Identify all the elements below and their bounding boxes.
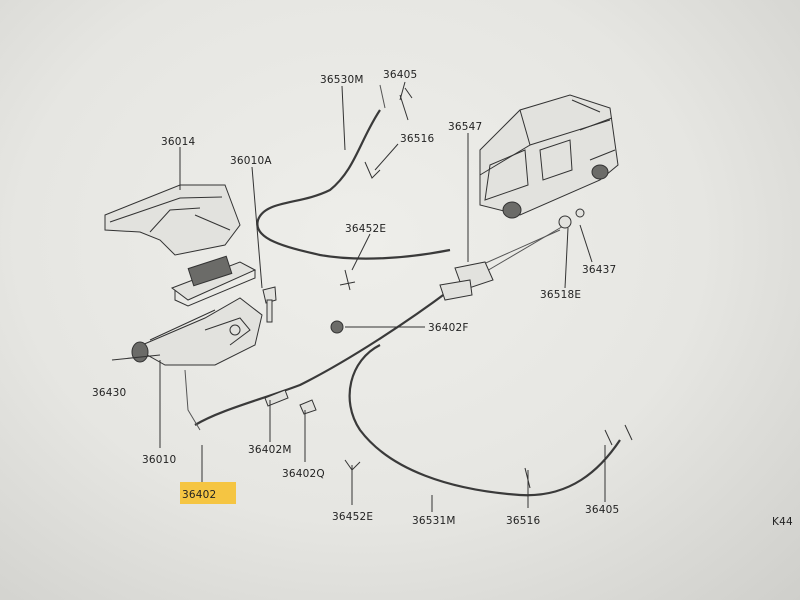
brake-lever bbox=[131, 297, 263, 366]
washer-36518E bbox=[558, 215, 572, 229]
spring-36405-bottom bbox=[604, 424, 633, 446]
label-36402M: 36402M bbox=[248, 444, 292, 456]
label-36014: 36014 bbox=[161, 136, 196, 148]
clip-36452E-top bbox=[339, 269, 356, 291]
bracket-assembly bbox=[170, 255, 257, 307]
cables bbox=[184, 84, 621, 497]
label-36452E-top: 36452E bbox=[345, 223, 386, 235]
label-36405-top: 36405 bbox=[383, 69, 417, 81]
bolt bbox=[262, 286, 277, 323]
nut-36437 bbox=[575, 208, 585, 218]
label-36402F: 36402F bbox=[428, 322, 469, 334]
grommet bbox=[330, 320, 344, 334]
label-36452E-bottom: 36452E bbox=[332, 511, 373, 523]
label-36010: 36010 bbox=[142, 454, 176, 466]
spring-36405-top bbox=[399, 87, 413, 121]
van-illustration bbox=[479, 94, 619, 219]
equalizer bbox=[439, 261, 494, 301]
label-36530M: 36530M bbox=[320, 74, 364, 86]
leader-lines bbox=[111, 81, 606, 512]
label-36402: 36402 bbox=[182, 489, 216, 501]
label-36531M: 36531M bbox=[412, 515, 456, 527]
page-code: K44 bbox=[772, 516, 793, 528]
label-36430: 36430 bbox=[92, 387, 126, 399]
clip-36402M bbox=[264, 389, 289, 407]
clip-36516-top bbox=[364, 161, 381, 179]
label-36437: 36437 bbox=[582, 264, 616, 276]
label-36010A: 36010A bbox=[230, 155, 272, 167]
label-36405-bottom: 36405 bbox=[585, 504, 619, 516]
part-highlight bbox=[180, 482, 236, 504]
label-36516-bottom: 36516 bbox=[506, 515, 541, 527]
label-36402Q: 36402Q bbox=[282, 468, 325, 480]
label-36516-top: 36516 bbox=[400, 133, 435, 145]
console-cover bbox=[104, 184, 241, 256]
clip-36402Q bbox=[299, 399, 317, 415]
label-36547: 36547 bbox=[448, 121, 482, 133]
label-36518E: 36518E bbox=[540, 289, 581, 301]
